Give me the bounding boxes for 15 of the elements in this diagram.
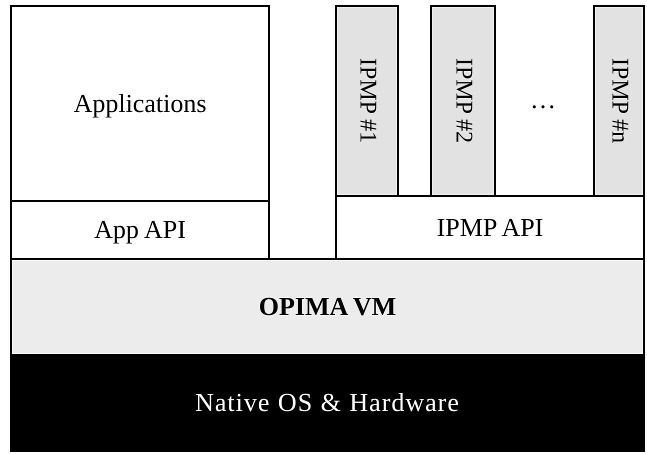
box-label: IPMP #n bbox=[606, 58, 632, 144]
box-label: Native OS & Hardware bbox=[195, 388, 460, 418]
box-label: IPMP API bbox=[436, 212, 544, 242]
box-label: Applications bbox=[74, 88, 206, 118]
plugin-box bbox=[430, 5, 496, 197]
plugin-box bbox=[593, 5, 645, 197]
ellipsis-label: … bbox=[530, 85, 556, 115]
layer-band bbox=[10, 354, 645, 452]
box-label: OPIMA VM bbox=[258, 292, 396, 322]
box-label: IPMP #2 bbox=[450, 58, 476, 144]
layer-box bbox=[10, 5, 270, 202]
layer-band bbox=[10, 258, 645, 356]
box-label: App API bbox=[94, 215, 186, 245]
plugin-box bbox=[335, 5, 399, 197]
box-label: IPMP #1 bbox=[354, 58, 380, 144]
